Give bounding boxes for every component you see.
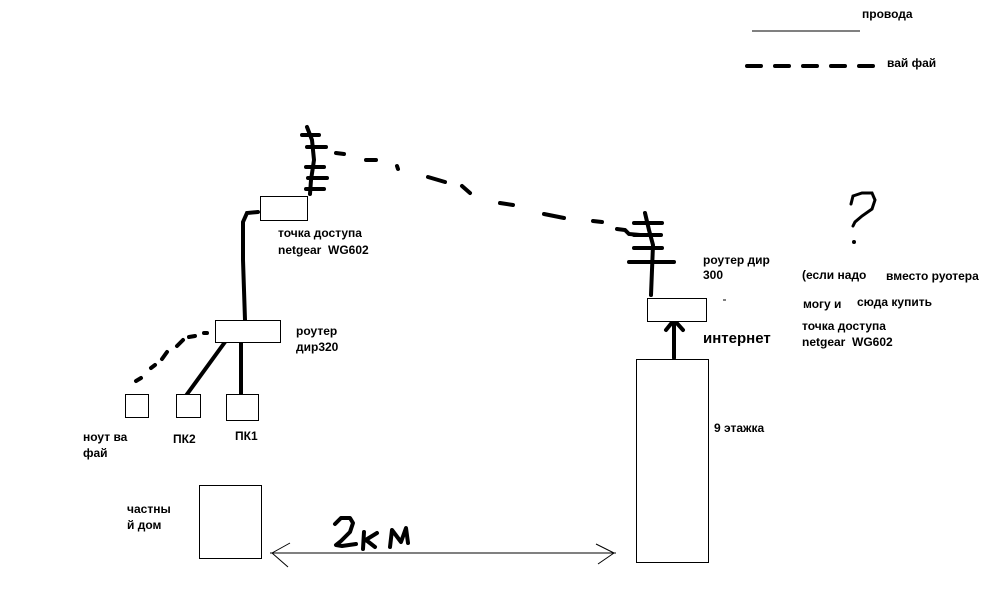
private-house-label-line2: й дом <box>127 518 162 532</box>
left-antenna-icon <box>300 125 329 196</box>
apartment-building-label: 9 этажка <box>714 421 765 435</box>
legend-wifi-label: вай фай <box>887 56 937 70</box>
wired-link-router-to-pc2 <box>183 340 227 399</box>
legend-wired-label: провода <box>862 7 913 21</box>
note-line2a: могу и <box>803 297 842 311</box>
note-line4: netgear WG602 <box>802 335 893 349</box>
access-point-label-line1: точка доступа <box>278 226 362 240</box>
note-line1a: (если надо <box>802 268 867 282</box>
router-dir300-label-line2: 300 <box>703 268 724 282</box>
router-box-dir300[interactable] <box>647 298 707 322</box>
wifi-link-long-distance <box>334 151 604 224</box>
pc2-box[interactable] <box>176 394 201 418</box>
router-label-line2: дир320 <box>296 340 339 354</box>
note-line1b: вместо руотера <box>886 269 979 283</box>
pc2-label: ПК2 <box>173 432 196 446</box>
question-mark-icon <box>849 191 877 228</box>
laptop-box[interactable] <box>125 394 149 418</box>
distance-arrow <box>270 542 616 568</box>
pc1-box[interactable] <box>226 394 259 421</box>
apartment-building-box[interactable] <box>636 359 709 563</box>
private-house-box[interactable] <box>199 485 262 559</box>
access-point-label-line2: netgear WG602 <box>278 243 369 257</box>
router-dir300-label-line1: роутер дир <box>703 253 770 267</box>
right-antenna-icon <box>615 211 676 297</box>
question-mark-dot <box>852 240 856 244</box>
note-line3: точка доступа <box>802 319 886 333</box>
router-label-line1: роутер <box>296 324 338 338</box>
access-point-box-left[interactable] <box>260 196 308 221</box>
laptop-label-line1: ноут ва <box>83 430 128 444</box>
distance-handwriting <box>333 516 410 551</box>
pc1-label: ПК1 <box>235 429 258 443</box>
laptop-label-line2: фай <box>83 446 108 460</box>
note-line2b: сюда купить <box>857 295 932 309</box>
router-box-dir320[interactable] <box>215 320 281 343</box>
wired-link-ap-to-router <box>241 210 260 322</box>
private-house-label-line1: частны <box>127 502 171 516</box>
wifi-link-router-to-laptop <box>134 331 209 383</box>
internet-label: интернет <box>703 330 771 347</box>
internet-arrow-icon <box>664 318 685 360</box>
